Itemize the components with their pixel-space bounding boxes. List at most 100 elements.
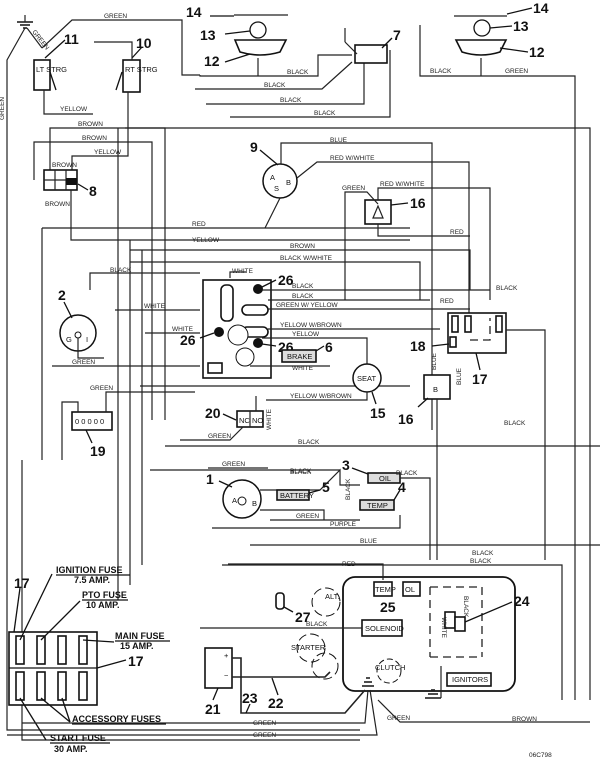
pin-label: G	[66, 335, 72, 344]
wire-label: BROWN	[290, 243, 315, 250]
component-number: 10	[136, 35, 152, 51]
wire-label: YELLOW	[192, 237, 220, 244]
wire-green-relay	[344, 191, 379, 300]
component-number: 21	[205, 701, 221, 717]
wire-label: BLUE	[330, 137, 348, 144]
clutch: CLUTCH	[375, 658, 405, 684]
component-number: 18	[410, 338, 426, 354]
contact-label: NO	[252, 416, 263, 425]
wire-label: WHITE	[266, 408, 273, 430]
wire-black-3	[206, 63, 365, 105]
wire-black-4	[230, 50, 391, 118]
wire-label: GREEN	[222, 461, 245, 468]
wire-red-white	[296, 161, 470, 320]
wire-black-oil	[400, 477, 431, 560]
component-text: OIL	[379, 474, 391, 483]
clutch-label: CLUTCH	[375, 663, 405, 672]
wire-label: RED	[342, 561, 356, 568]
wire-green-gnd	[26, 27, 43, 49]
wire-label: BLACK	[298, 439, 320, 446]
component-25-temp-sender: TEMP 25	[373, 581, 396, 615]
wire-green-clutch	[377, 699, 413, 723]
wire-ground-cable	[232, 657, 366, 714]
wire-purple	[212, 515, 401, 529]
component-number: 17	[472, 371, 488, 387]
wire-yellow-seat	[262, 337, 368, 365]
engine-outline	[342, 576, 516, 692]
wire-green-sw	[180, 426, 244, 441]
svg-text:A: A	[270, 173, 275, 182]
component-9-key-switch: A B S 9	[250, 139, 298, 199]
component-number: 14	[186, 4, 202, 20]
wire-white-mod	[229, 271, 246, 278]
component-number: 15	[370, 405, 386, 421]
wire-label: YELLOW	[94, 149, 122, 156]
wire-green-ground-2	[7, 689, 378, 736]
wire-label: GREEN	[387, 715, 410, 722]
component-number: 13	[513, 18, 529, 34]
wire-label: GREEN	[296, 513, 319, 520]
component-6-brake: BRAKE 6	[281, 339, 333, 363]
wire-label: GREEN	[342, 185, 365, 192]
component-number: 12	[529, 44, 545, 60]
wire-meter-1	[61, 401, 79, 460]
solenoid-label: SOLENOID	[365, 624, 404, 633]
component-text: TEMP	[367, 501, 388, 510]
wire-black-lamp	[199, 54, 352, 77]
wire-green-meter	[105, 391, 195, 412]
wire-label: YELLOW W/BROWN	[280, 322, 342, 329]
component-8-connector: BROWN BROWN 8	[43, 162, 97, 208]
fuse-slots	[15, 635, 88, 701]
wire-label: BLUE	[360, 538, 378, 545]
wire-key-red	[264, 197, 281, 229]
svg-text:B: B	[252, 499, 257, 508]
wire-label: GREEN	[208, 433, 231, 440]
component-number: 14	[533, 0, 549, 16]
component-number: 6	[325, 339, 333, 355]
component-number: 27	[295, 609, 311, 625]
component-text: LT STRG	[36, 65, 67, 74]
starter-label: STARTER	[291, 643, 326, 652]
wire-label: GREEN	[505, 68, 528, 75]
wire-fuse-right	[506, 329, 546, 560]
wire-label: GREEN	[104, 13, 127, 20]
component-19-hour-meter: 0 0 0 0 0 19	[71, 411, 113, 459]
wire-label: BLACK	[292, 293, 314, 300]
component-number: 17	[14, 575, 30, 591]
component-number: 2	[58, 287, 66, 303]
wire-label: WHITE	[292, 365, 314, 372]
contact-label: NC	[239, 416, 250, 425]
fuse-legend: IGNITION FUSE 7.5 AMP. PTO FUSE 10 AMP. …	[8, 565, 170, 754]
component-17-fuse-block-top: 17 18	[410, 312, 507, 387]
wire-label: BLACK	[430, 68, 452, 75]
wire-label: WHITE	[172, 326, 194, 333]
wire-label: WHITE	[144, 303, 166, 310]
wire-label: GREEN	[72, 359, 95, 366]
component-text: RT STRG	[125, 65, 158, 74]
headlight-right: 14 13 12	[454, 0, 549, 76]
ground-symbol-top-left	[17, 15, 33, 29]
ground-ignitors	[425, 689, 441, 699]
pto-fuse-rating: 10 AMP.	[86, 600, 120, 610]
component-text: BRAKE	[287, 352, 312, 361]
wire-label: BLACK	[396, 470, 418, 477]
wire-brown-1	[49, 127, 166, 420]
component-number: 7	[393, 27, 401, 43]
wire-green-top	[41, 19, 200, 76]
wire-green-ground-1	[22, 689, 369, 724]
alt-label: ALT.	[325, 592, 339, 601]
wire-brown-2	[33, 141, 153, 420]
wire-label: WHITE	[440, 617, 447, 639]
component-4-temp-indicator: TEMP 4	[359, 479, 406, 511]
wire-bus-top	[125, 127, 591, 700]
starter: STARTER	[291, 633, 339, 680]
wire-label: BROWN	[45, 201, 70, 208]
component-number: 3	[342, 457, 350, 473]
wire-label: GREEN	[30, 29, 50, 52]
component-15-seat-switch: SEAT 15	[352, 363, 386, 421]
wire-label: BLACK	[462, 596, 469, 618]
alternator: ALT.	[311, 587, 341, 617]
wire-red-temp	[228, 563, 384, 580]
component-number: 12	[204, 53, 220, 69]
wire-label: BLACK	[470, 558, 492, 565]
